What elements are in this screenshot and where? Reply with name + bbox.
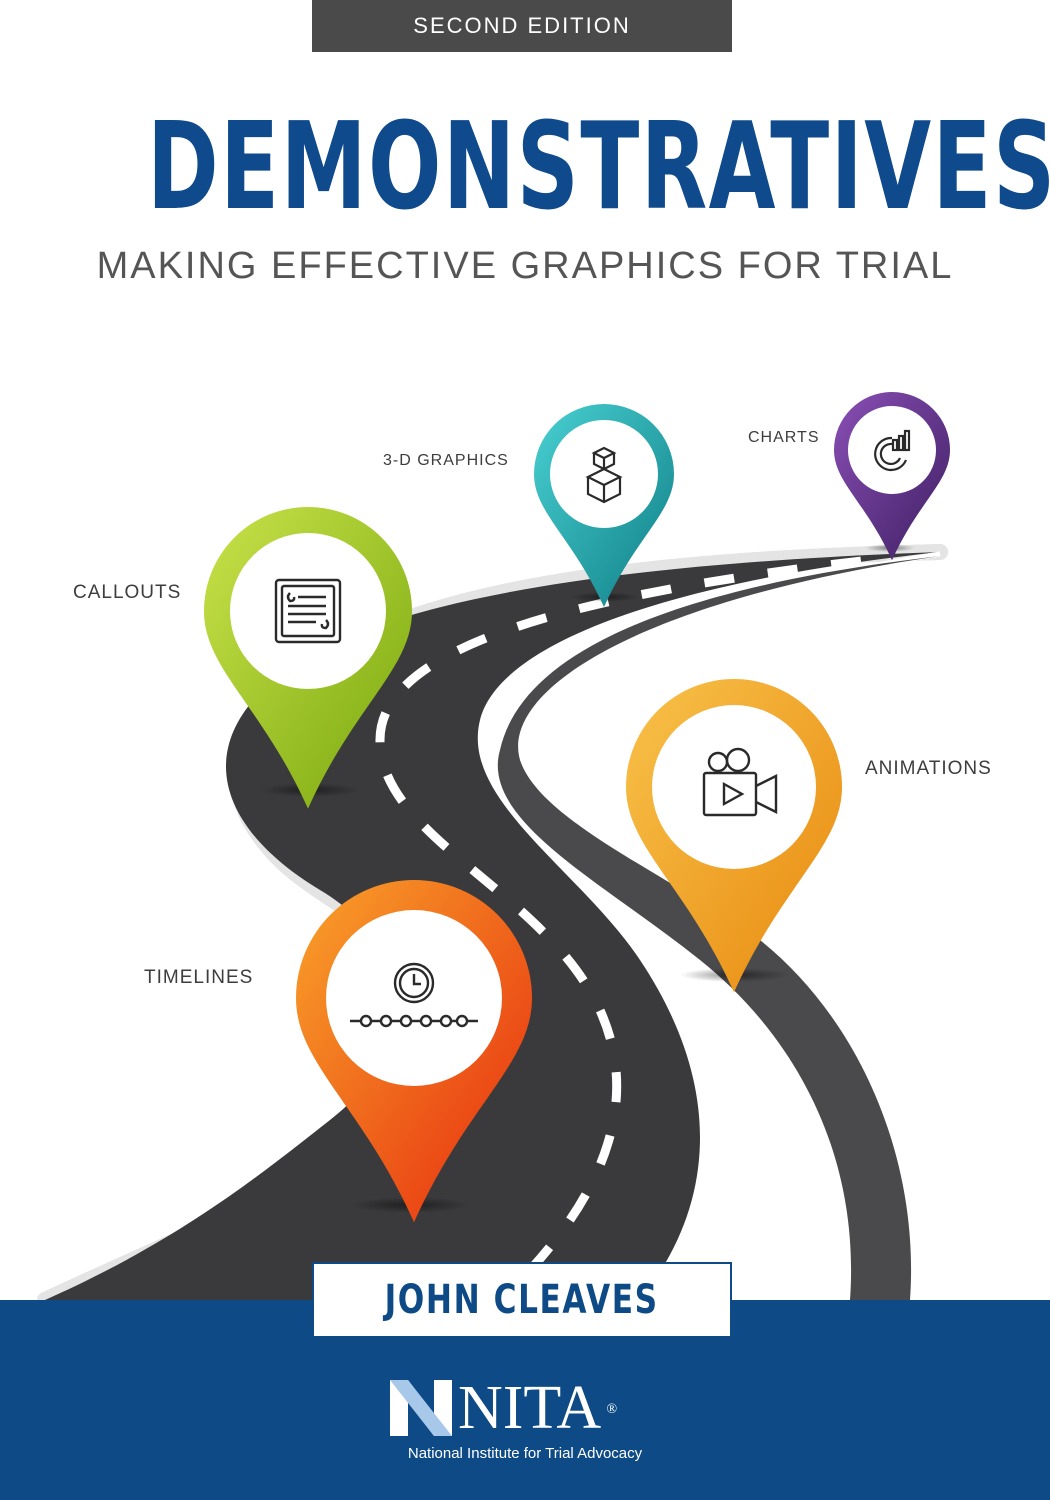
author-box: JOHN CLEAVES bbox=[312, 1262, 732, 1338]
timelines-pin bbox=[296, 880, 532, 1223]
book-title: DEMONSTRATIVES bbox=[147, 98, 1050, 237]
graphics3d-label: 3-D GRAPHICS bbox=[383, 452, 509, 469]
nita-logo: NITA® bbox=[390, 1374, 630, 1442]
nita-logo-icon bbox=[390, 1380, 452, 1436]
clock-timeline-icon bbox=[350, 962, 478, 1028]
charts-pin bbox=[834, 392, 950, 561]
publisher-name: National Institute for Trial Advocacy bbox=[407, 1445, 643, 1462]
animations-pin bbox=[626, 679, 842, 993]
charts-label: CHARTS bbox=[748, 429, 820, 446]
callouts-label: CALLOUTS bbox=[73, 582, 182, 603]
timelines-label: TIMELINES bbox=[144, 967, 254, 988]
edition-banner: SECOND EDITION bbox=[312, 0, 732, 52]
video-camera-icon bbox=[702, 747, 778, 817]
edition-text: SECOND EDITION bbox=[413, 13, 631, 38]
cube-stack-icon bbox=[585, 446, 623, 504]
graphics3d-pin bbox=[534, 404, 674, 607]
document-quote-icon bbox=[274, 578, 342, 644]
author-name: JOHN CLEAVES bbox=[384, 1277, 659, 1323]
animations-label: ANIMATIONS bbox=[865, 758, 992, 779]
chart-icon bbox=[874, 429, 911, 472]
nita-logo-text: NITA® bbox=[458, 1374, 618, 1442]
book-subtitle: MAKING EFFECTIVE GRAPHICS FOR TRIAL bbox=[96, 245, 954, 287]
callouts-pin bbox=[204, 507, 412, 809]
